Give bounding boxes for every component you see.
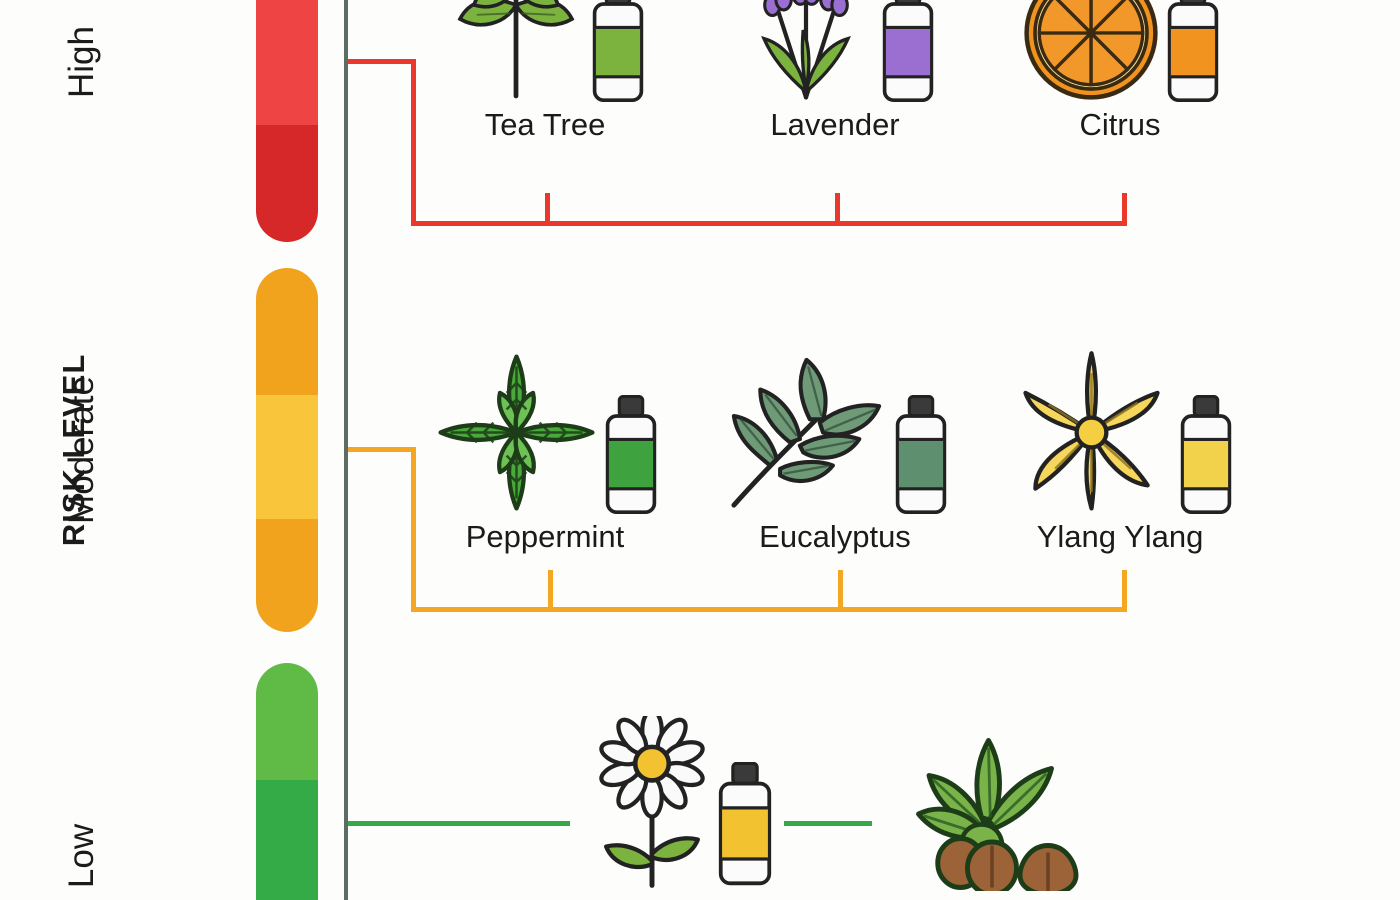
risk-bar-moderate <box>256 268 318 632</box>
connector-high-riser-tea-tree <box>545 193 550 223</box>
connector-low-segment-2 <box>784 821 872 826</box>
connector-high-stub <box>348 59 416 64</box>
ylang-flower-icon <box>1022 351 1160 511</box>
item-label-tea-tree: Tea Tree <box>484 107 606 142</box>
item-citrus[interactable]: Citrus <box>995 0 1245 143</box>
risk-bar-high-light <box>256 0 318 125</box>
peppermint-icon-group <box>420 350 670 515</box>
item-jojoba[interactable] <box>880 716 1110 900</box>
oil-bottle-icon <box>1167 0 1219 103</box>
tier-label-moderate: Moderate <box>62 376 101 524</box>
oil-bottle-icon <box>882 0 934 103</box>
mint-leaves-icon <box>437 354 595 511</box>
risk-bar-high <box>256 0 318 242</box>
item-chamomile[interactable] <box>572 716 792 900</box>
lavender-sprig-icon <box>761 0 851 100</box>
connector-moderate-riser-ylang <box>1122 570 1127 610</box>
connector-high-riser-lavender <box>835 193 840 223</box>
risk-bar-moderate-top <box>256 268 318 395</box>
oil-bottle-icon <box>1180 395 1231 515</box>
risk-bar-moderate-middle <box>256 395 318 519</box>
oil-bottle-icon <box>592 0 644 103</box>
connector-moderate-drop <box>411 447 416 612</box>
item-tea-tree[interactable]: Tea Tree <box>420 0 670 143</box>
connector-moderate-bus <box>411 607 1127 612</box>
connector-moderate-stub <box>348 447 416 452</box>
eucalyptus-branch-icon <box>730 357 881 508</box>
connector-high-drop <box>411 59 416 226</box>
connector-low-segment-1 <box>348 821 570 826</box>
citrus-icon-group <box>995 0 1245 103</box>
orange-slice-icon <box>1024 0 1158 100</box>
chamomile-daisy-icon <box>599 716 705 888</box>
item-ylang-ylang[interactable]: Ylang Ylang <box>995 350 1245 555</box>
tea-tree-sprig-icon <box>457 0 575 99</box>
ylang-ylang-icon-group <box>995 350 1245 515</box>
risk-bar-moderate-bottom <box>256 519 318 632</box>
connector-high-riser-citrus <box>1122 193 1127 223</box>
chamomile-icon-group <box>572 716 792 900</box>
item-label-lavender: Lavender <box>770 107 900 142</box>
tier-label-low: Low <box>62 823 101 889</box>
tier-label-high: High <box>62 26 101 98</box>
tea-tree-icon-group <box>420 0 670 103</box>
item-label-eucalyptus: Eucalyptus <box>759 519 911 554</box>
item-label-peppermint: Peppermint <box>465 519 625 554</box>
connector-moderate-riser-peppermint <box>548 570 553 610</box>
vertical-axis-line <box>344 0 348 900</box>
item-peppermint[interactable]: Peppermint <box>420 350 670 555</box>
connector-high-bus <box>411 221 1127 226</box>
risk-bar-low-light <box>256 663 318 780</box>
jojoba-icon-group <box>880 716 1110 900</box>
item-lavender[interactable]: Lavender <box>710 0 960 143</box>
item-label-citrus: Citrus <box>1079 107 1161 142</box>
risk-bar-high-dark <box>256 125 318 242</box>
oil-bottle-icon <box>605 395 656 515</box>
oil-bottle-icon <box>895 395 946 515</box>
item-eucalyptus[interactable]: Eucalyptus <box>710 350 960 555</box>
oil-bottle-icon <box>718 762 772 886</box>
jojoba-nuts-icon <box>915 738 1078 891</box>
risk-bar-low-dark <box>256 780 318 900</box>
risk-bar-low <box>256 663 318 900</box>
lavender-icon-group <box>710 0 960 103</box>
eucalyptus-icon-group <box>710 350 960 515</box>
connector-moderate-riser-eucalyptus <box>838 570 843 610</box>
item-label-ylang-ylang: Ylang Ylang <box>1036 519 1204 554</box>
